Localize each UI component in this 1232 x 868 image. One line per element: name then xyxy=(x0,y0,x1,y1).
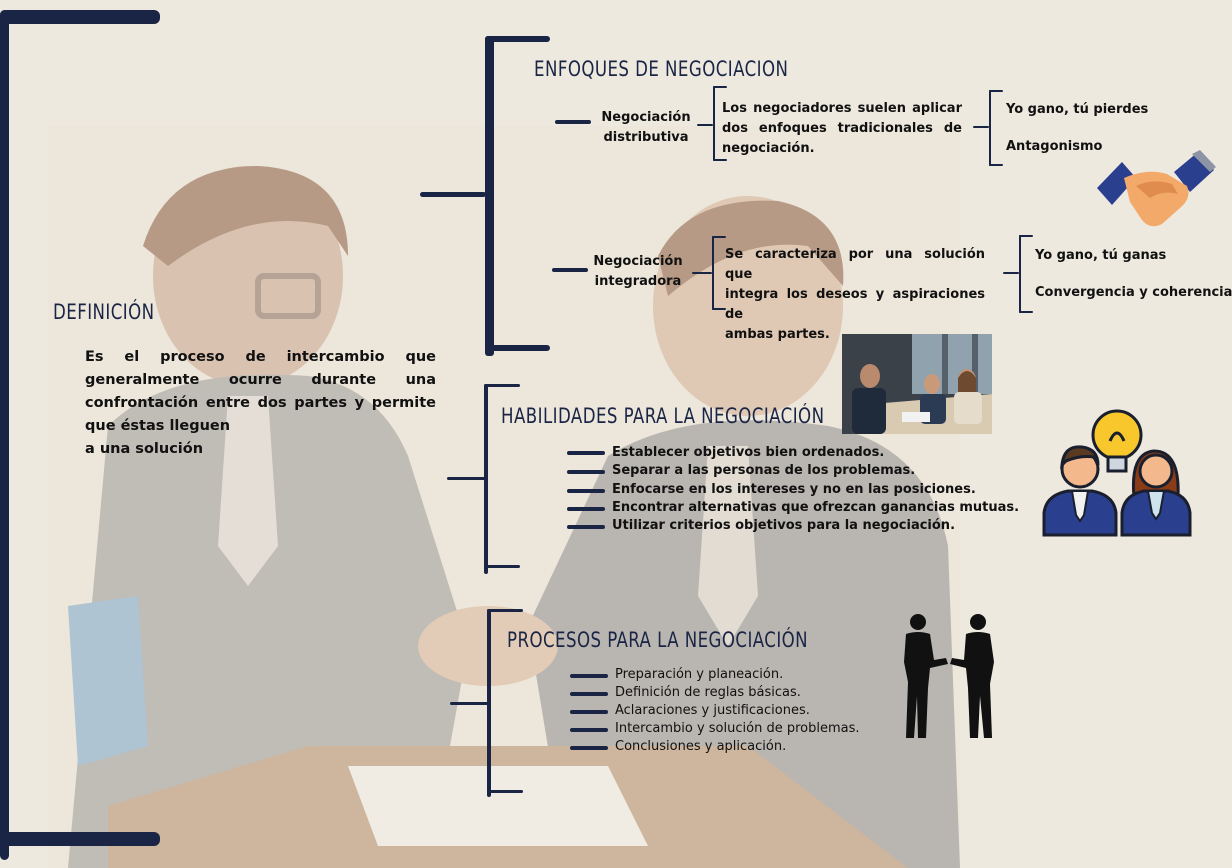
distributiva-result-bracket xyxy=(989,90,991,166)
list-bullet-dash xyxy=(570,710,608,714)
list-item: Conclusiones y aplicación. xyxy=(615,739,787,754)
list-item: Encontrar alternativas que ofrezcan gana… xyxy=(612,500,1020,515)
integradora-label-line: integradora xyxy=(594,274,682,289)
list-item: Utilizar criterios objetivos para la neg… xyxy=(612,518,956,533)
definition-heading: DEFINICIÓN xyxy=(53,300,155,324)
distributiva-label-line: Negociación xyxy=(601,110,691,125)
procesos-bracket-top xyxy=(487,609,523,612)
integradora-description-line: ambas partes. xyxy=(725,327,830,342)
integradora-description: Se caracteriza por una solución que inte… xyxy=(725,245,985,345)
enfoques-heading: ENFOQUES DE NEGOCIACION xyxy=(534,57,789,81)
enfoques-bracket-bottom xyxy=(485,345,550,351)
procesos-bracket-vertical xyxy=(487,609,491,797)
habilidades-bracket-bottom xyxy=(484,565,520,568)
integradora-bracket xyxy=(712,236,714,310)
habilidades-connector xyxy=(447,477,485,480)
idea-people-icon xyxy=(1042,409,1192,537)
habilidades-heading: HABILIDADES PARA LA NEGOCIACIÓN xyxy=(501,404,825,428)
list-item: Enfocarse en los intereses y no en las p… xyxy=(612,482,976,497)
distributiva-label-line: distributiva xyxy=(603,130,689,145)
integradora-bracket-bottom xyxy=(712,308,726,310)
integradora-dash xyxy=(552,268,588,272)
definition-line: a una solución xyxy=(85,441,204,457)
enfoques-bracket-vertical xyxy=(485,36,494,356)
habilidades-bracket-top xyxy=(484,384,520,387)
enfoques-bracket-top xyxy=(485,36,550,42)
distributiva-dash xyxy=(555,120,591,124)
distributiva-connector xyxy=(697,124,713,126)
habilidades-bracket-vertical xyxy=(484,384,488,574)
procesos-heading: PROCESOS PARA LA NEGOCIACIÓN xyxy=(507,628,809,652)
procesos-connector xyxy=(450,702,488,705)
list-bullet-dash xyxy=(570,746,608,750)
definition-line: generalmente ocurre durante una xyxy=(85,372,436,388)
handshake-silhouette-icon xyxy=(904,614,994,738)
list-bullet-dash xyxy=(570,692,608,696)
distributiva-bracket-bottom xyxy=(713,159,727,161)
handshake-icon xyxy=(1097,150,1216,227)
integradora-result-bracket-top xyxy=(1019,235,1033,237)
definition-line: que éstas lleguen xyxy=(85,418,231,434)
list-bullet-dash xyxy=(567,525,605,529)
definition-line: confrontación entre dos partes y permite xyxy=(85,395,436,411)
integradora-result-item: Yo gano, tú ganas xyxy=(1035,248,1167,263)
integradora-result-bracket-bottom xyxy=(1019,311,1033,313)
business-meeting-photo xyxy=(842,334,992,434)
distributiva-bracket-top xyxy=(713,86,727,88)
distributiva-description-line: dos enfoques tradicionales de xyxy=(722,121,962,136)
bottom-frame-bar xyxy=(0,832,160,846)
background-handshake-photo xyxy=(48,126,960,868)
distributiva-description-line: Los negociadores suelen aplicar xyxy=(722,101,962,116)
list-bullet-dash xyxy=(567,470,605,474)
integradora-label: Negociación integradora xyxy=(588,252,688,292)
list-bullet-dash xyxy=(567,507,605,511)
distributiva-result-item: Antagonismo xyxy=(1006,139,1103,154)
distributiva-bracket xyxy=(713,86,715,161)
integradora-label-line: Negociación xyxy=(593,254,683,269)
list-bullet-dash xyxy=(570,728,608,732)
left-frame-bar xyxy=(0,10,9,860)
list-item: Establecer objetivos bien ordenados. xyxy=(612,445,885,460)
distributiva-result-item: Yo gano, tú pierdes xyxy=(1006,102,1149,117)
distributiva-result-connector xyxy=(973,126,989,128)
list-item: Separar a las personas de los problemas. xyxy=(612,463,916,478)
enfoques-connector xyxy=(420,192,486,197)
distributiva-result-bracket-top xyxy=(989,90,1003,92)
list-item: Definición de reglas básicas. xyxy=(615,685,801,700)
integradora-description-line: Se caracteriza por una solución que xyxy=(725,247,985,282)
list-item: Intercambio y solución de problemas. xyxy=(615,721,860,736)
procesos-bracket-bottom xyxy=(487,790,523,793)
list-bullet-dash xyxy=(567,451,605,455)
distributiva-description-line: negociación. xyxy=(722,141,815,156)
list-item: Preparación y planeación. xyxy=(615,667,784,682)
distributiva-label: Negociación distributiva xyxy=(598,108,694,148)
integradora-result-connector xyxy=(1003,272,1019,274)
list-item: Aclaraciones y justificaciones. xyxy=(615,703,810,718)
distributiva-description: Los negociadores suelen aplicar dos enfo… xyxy=(722,99,962,159)
integradora-bracket-top xyxy=(712,236,726,238)
integradora-connector xyxy=(692,272,712,274)
integradora-result-bracket xyxy=(1019,235,1021,313)
top-frame-bar xyxy=(0,10,160,24)
integradora-result-item: Convergencia y coherencia xyxy=(1035,285,1232,300)
list-bullet-dash xyxy=(567,489,605,493)
integradora-description-line: integra los deseos y aspiraciones de xyxy=(725,287,985,322)
definition-line: Es el proceso de intercambio que xyxy=(85,349,436,365)
distributiva-result-bracket-bottom xyxy=(989,164,1003,166)
list-bullet-dash xyxy=(570,674,608,678)
